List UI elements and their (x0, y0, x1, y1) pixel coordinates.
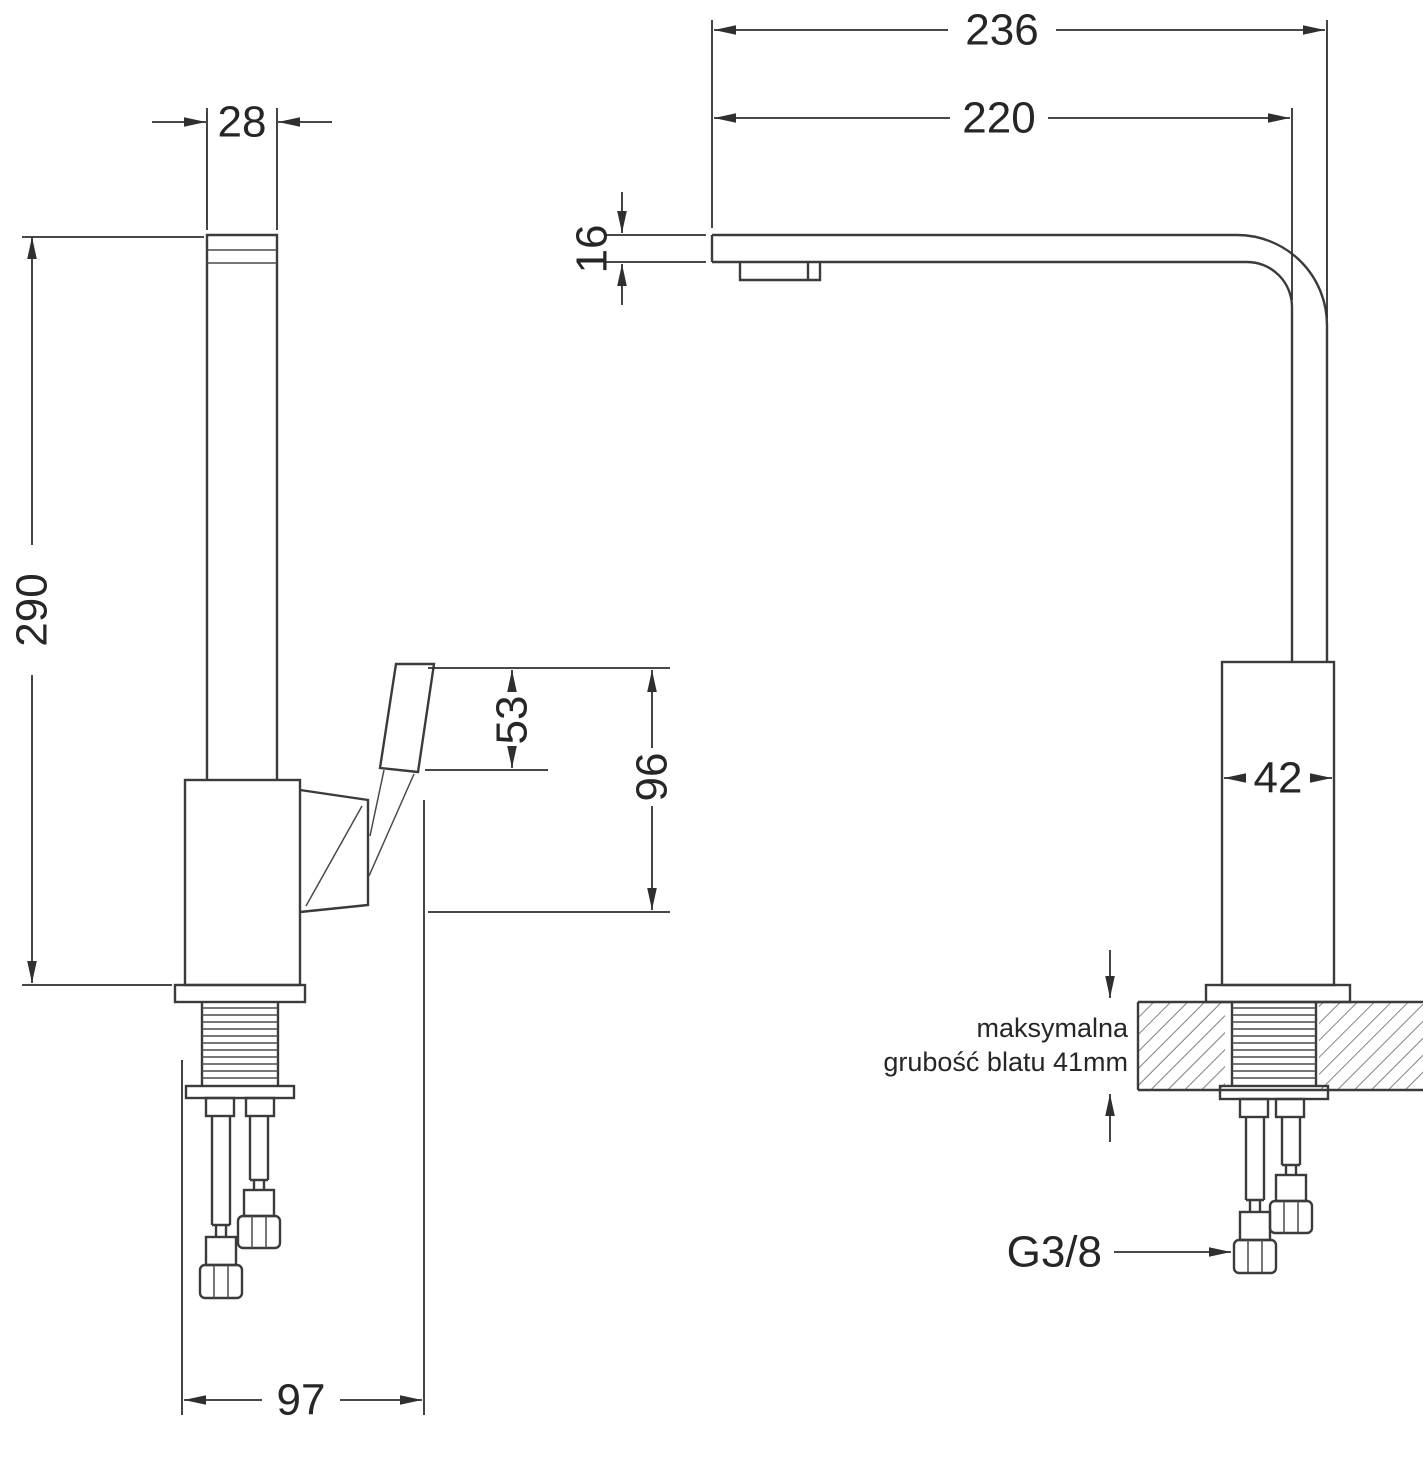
dim-42-label: 42 (1254, 754, 1303, 803)
countertop-note: maksymalna grubość blatu 41mm (883, 1013, 1129, 1077)
countertop-note-line1: maksymalna (976, 1013, 1129, 1043)
countertop-note-line2: grubość blatu 41mm (883, 1047, 1128, 1077)
dim-53-label: 53 (488, 696, 537, 745)
dim-handle-total-height: 96 (428, 670, 677, 913)
countertop (1105, 950, 1423, 1142)
dim-spout-thickness: 16 (568, 192, 706, 305)
dim-total-height: 290 (8, 236, 204, 986)
dim-28-label: 28 (218, 98, 267, 147)
connector-thread-label: G3/8 (1007, 1228, 1102, 1277)
connector-callout: G3/8 (1007, 1228, 1231, 1277)
faucet-side-outline (173, 233, 436, 1300)
left-view: 28 290 53 96 97 (8, 98, 677, 1425)
dim-total-reach: 236 (711, 6, 1328, 318)
dim-16-label: 16 (568, 225, 617, 274)
dim-290-label: 290 (8, 573, 57, 646)
dim-96-label: 96 (628, 753, 677, 802)
dim-spout-width: 28 (152, 98, 332, 230)
dim-97-label: 97 (277, 1376, 326, 1425)
dim-spout-reach: 220 (714, 94, 1293, 300)
dim-236-label: 236 (965, 6, 1038, 55)
faucet-front-outline (710, 233, 1352, 1275)
dim-body-width: 42 (1224, 754, 1332, 803)
dim-base-depth: 97 (181, 800, 425, 1425)
dim-220-label: 220 (962, 94, 1035, 143)
dim-handle-height: 53 (425, 667, 670, 771)
right-view: 236 220 16 42 maksymalna grubość blatu 4… (568, 6, 1423, 1277)
